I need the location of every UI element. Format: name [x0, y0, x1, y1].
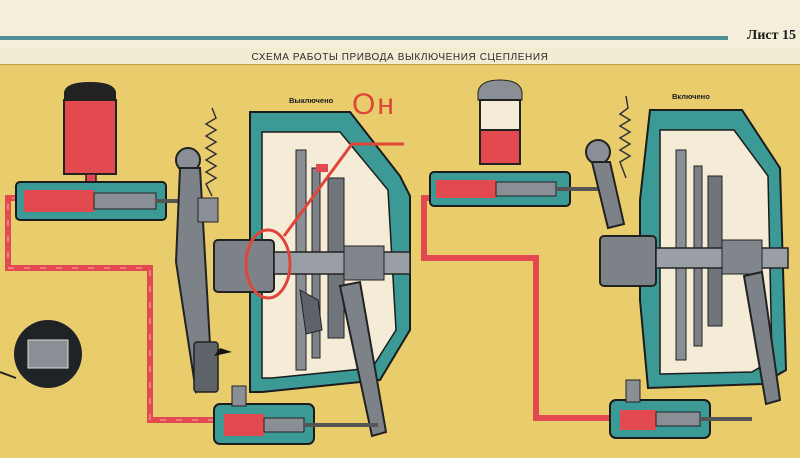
hydraulic-line-right [421, 195, 614, 421]
master-cylinder-reservoir-right [477, 79, 523, 165]
return-spring-right [618, 95, 632, 179]
state-label-engaged: Включено [672, 92, 710, 101]
input-shaft-left [213, 239, 411, 293]
slave-cylinder-right [609, 379, 752, 439]
handwritten-annotation: Он [352, 88, 396, 121]
state-label-disengaged: Выключено [289, 96, 334, 105]
release-fork-left [338, 280, 388, 438]
master-cylinder-left [15, 181, 186, 221]
diagram-title: СХЕМА РАБОТЫ ПРИВОДА ВЫКЛЮЧЕНИЯ СЦЕПЛЕНИ… [251, 52, 549, 63]
header-rule [0, 36, 728, 40]
master-cylinder-reservoir-left [63, 82, 117, 189]
annotation-highlight-circle [244, 228, 292, 300]
master-cylinder-right [429, 171, 598, 207]
clutch-pedal-right [585, 139, 626, 230]
input-shaft-right [599, 235, 789, 287]
clutch-pedal-left [174, 147, 232, 394]
annotation-pointer-line [282, 142, 404, 237]
sheet-header [0, 0, 800, 48]
return-spring-left [197, 107, 219, 223]
sheet-number: Лист 15 [746, 28, 796, 43]
release-fork-right [742, 270, 782, 406]
slave-cylinder-left [213, 385, 378, 445]
detail-inset [0, 320, 82, 388]
